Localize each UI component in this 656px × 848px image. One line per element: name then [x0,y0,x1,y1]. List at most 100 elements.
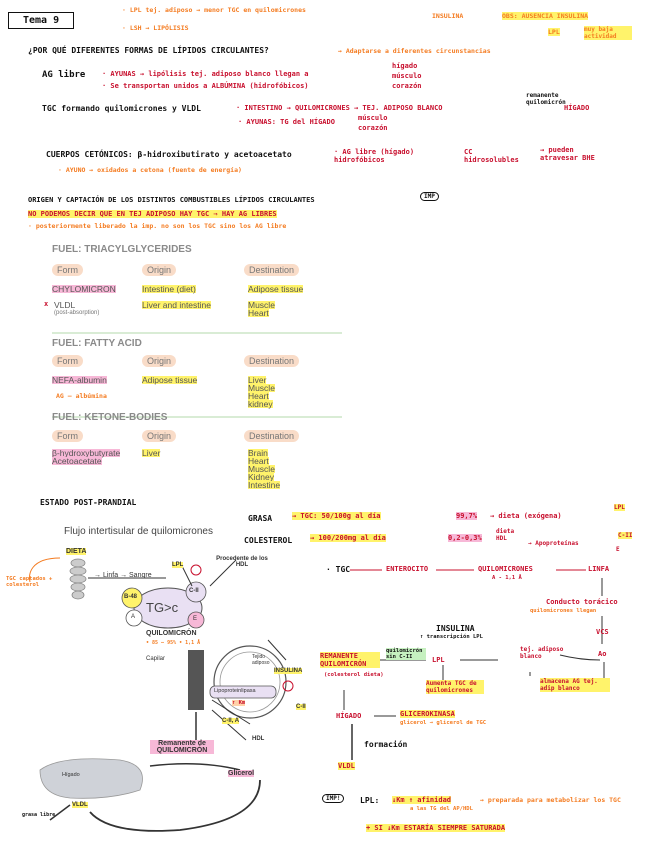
tgc-higado: HÍGADO [564,104,590,112]
grasa-val: → TGC: 50/100g al día [292,512,381,520]
insulina-diagram: INSULINA [274,668,303,674]
table-kb-header-form: Form [52,430,83,442]
table-kb-row1-origin: Liver [142,448,161,458]
cii-diagram: C-II [296,704,306,710]
flow-glicerokinasa: GLICEROKINASA [400,710,455,718]
flujo-label: Flujo intertisular de quilomicrones [64,526,213,537]
table-kb-row1-form: β-hydroxybutyrate [52,448,121,458]
top-note-lsh: · LSH → LIPÓLISIS [122,24,189,32]
footer-lpl: LPL: [360,796,380,805]
imp-badge: IMP [420,192,439,201]
vldl-diagram: VLDL [72,802,88,808]
table-kb-row1-dest-4: Kidney [248,472,274,482]
liver-icon [39,758,143,799]
lpl-label: LPL [548,28,560,36]
higado-label: Hígado [62,772,80,778]
table-fa-header-origin: Origin [142,355,177,367]
tg-core: TG>c [146,600,179,615]
col-val: → 100/200mg al día [310,534,386,542]
apo-e-particle: E [193,616,198,622]
km-label: ↑ Km [232,700,246,706]
table-tg-divider [52,332,342,334]
table-fa-row1-origin: Adipose tissue [142,375,198,385]
glicerol-label: Glicerol [228,770,255,777]
remanente-diagram: Remanente de QUILOMICRÓN [150,740,214,754]
flow-vldl: VLDL [338,762,355,770]
ag-target-corazon: corazón [392,82,422,90]
cc-label: CUERPOS CETÓNICOS: β-hidroxibutirato y a… [46,150,292,159]
flow-formacion: formación [364,740,408,749]
table-fa-row1-form: NEFA-albumin [52,375,107,385]
flow-lpl: LPL [432,656,445,664]
table-fa-divider [52,416,342,418]
table-tg-row2-dest-1: Muscle [248,300,275,310]
table-tg-row1-dest: Adipose tissue [248,284,304,294]
intestine-icon [69,558,87,600]
tema-box: Tema 9 [8,12,75,29]
table-tg-row2-mark: x [44,300,49,308]
grasa-libre: grasa libre [22,812,56,818]
table-kb-header-origin: Origin [142,430,177,442]
flow-linfa: LINFA [588,565,610,573]
flow-quilo-sub: A - 1,1 Å [492,575,522,581]
linfa-sangre: → Linfa → Sangre [94,572,152,579]
table-kb-header-destination: Destination [244,430,300,442]
apo-b48: B-48 [124,594,138,600]
tejido-label: Tejido adiposo [252,654,270,666]
capillary-shape [188,650,204,710]
question-title: ¿POR QUÉ DIFERENTES FORMAS DE LÍPIDOS CI… [28,46,269,55]
table-tg-row2-dest-2: Heart [248,308,269,318]
cc-ag: · AG libre (hígado) hidrofóbicos [334,148,415,164]
table-kb-row1-form-sub: Acetoacetate [52,456,102,466]
footer-final: + SI ↓Km ESTARÍA SIEMPRE SATURADA [366,824,506,832]
colesterol-label: COLESTEROL [244,536,293,545]
apo-lpl: LPL [614,504,625,511]
flow-aumenta: Aumenta TGC de quilomicrones [426,680,484,694]
flow-tej: tej. adiposo blanco [520,646,564,660]
flow-glic-note: glicerol → glicerol de TGC [400,720,487,726]
table-tg-row2-form: VLDL [54,300,76,310]
quilomicron-label: QUILOMICRÓN [146,630,197,637]
cc-hidrosolubles: CC hidrosolubles [464,148,519,164]
table-kb-title: FUEL: KETONE-BODIES [52,412,168,423]
flow-enterocito: ENTEROCITO [386,565,429,573]
flow-quilomicrones: QUILOMICRONES [478,565,533,573]
flow-insulina-sub: ↑ transcripción LPL [420,634,483,640]
cii-a-label: C-II, A [222,718,240,724]
hdl-label: HDL [252,736,265,742]
table-tg-header-form: Form [52,264,83,276]
flow-conducto-sub: quilomicrones llegan [530,608,597,614]
pct1: 99,7% [456,512,478,520]
flow-almacena: almacena AG tej. adip blanco [540,678,610,692]
flow-vcs: VCS [596,628,609,636]
tgc-ayunas: · AYUNAS: TG del HÍGADO [238,118,335,126]
apo-e: E [616,546,620,553]
obs-label: OBS: AUSENCIA INSULINA [502,12,589,20]
flow-ao: Ao [598,650,607,658]
table-kb-row1-dest-2: Heart [248,456,269,466]
flow-remanente-sub: (colesterol dieta) [324,672,384,678]
dieta-label: DIETA [66,548,87,555]
table-fa-row1-dest-1: Liver [248,375,267,385]
ag-albumina: · Se transportan unidos a ALBÚMINA (hidr… [102,82,309,90]
procedente-hdl: Procedente de los HDL [216,556,268,568]
insulina-label: INSULINA [432,12,464,20]
flow-insulina: INSULINA [436,624,475,633]
flow-conducto: Conducto torácico [546,598,618,606]
apo-cii: C-II [618,532,633,539]
tgc-target-corazon: corazón [358,124,388,132]
table-fa-row1-dest-2: Muscle [248,383,275,393]
pct1-note: → dieta (exógena) [490,512,562,520]
table-kb-row1-dest-3: Muscle [248,464,275,474]
table-tg-row2-origin: Liver and intestine [142,300,211,310]
tgc-captados-note: TGC captados + colesterol [6,576,53,588]
tgc-label: TGC formando quilomicrones y VLDL [42,104,201,113]
table-tg-title: FUEL: TRIACYLGLYCERIDES [52,244,192,255]
cc-snc: → pueden atravesar BHE [540,146,595,162]
table-tg-header-destination: Destination [244,264,300,276]
footer-km-sub: a las TG del AP/HDL [410,806,473,812]
ag-libre-label: AG libre [42,70,86,80]
capilar-label: Capilar [146,656,166,662]
ag-target-musculo: músculo [392,72,422,80]
